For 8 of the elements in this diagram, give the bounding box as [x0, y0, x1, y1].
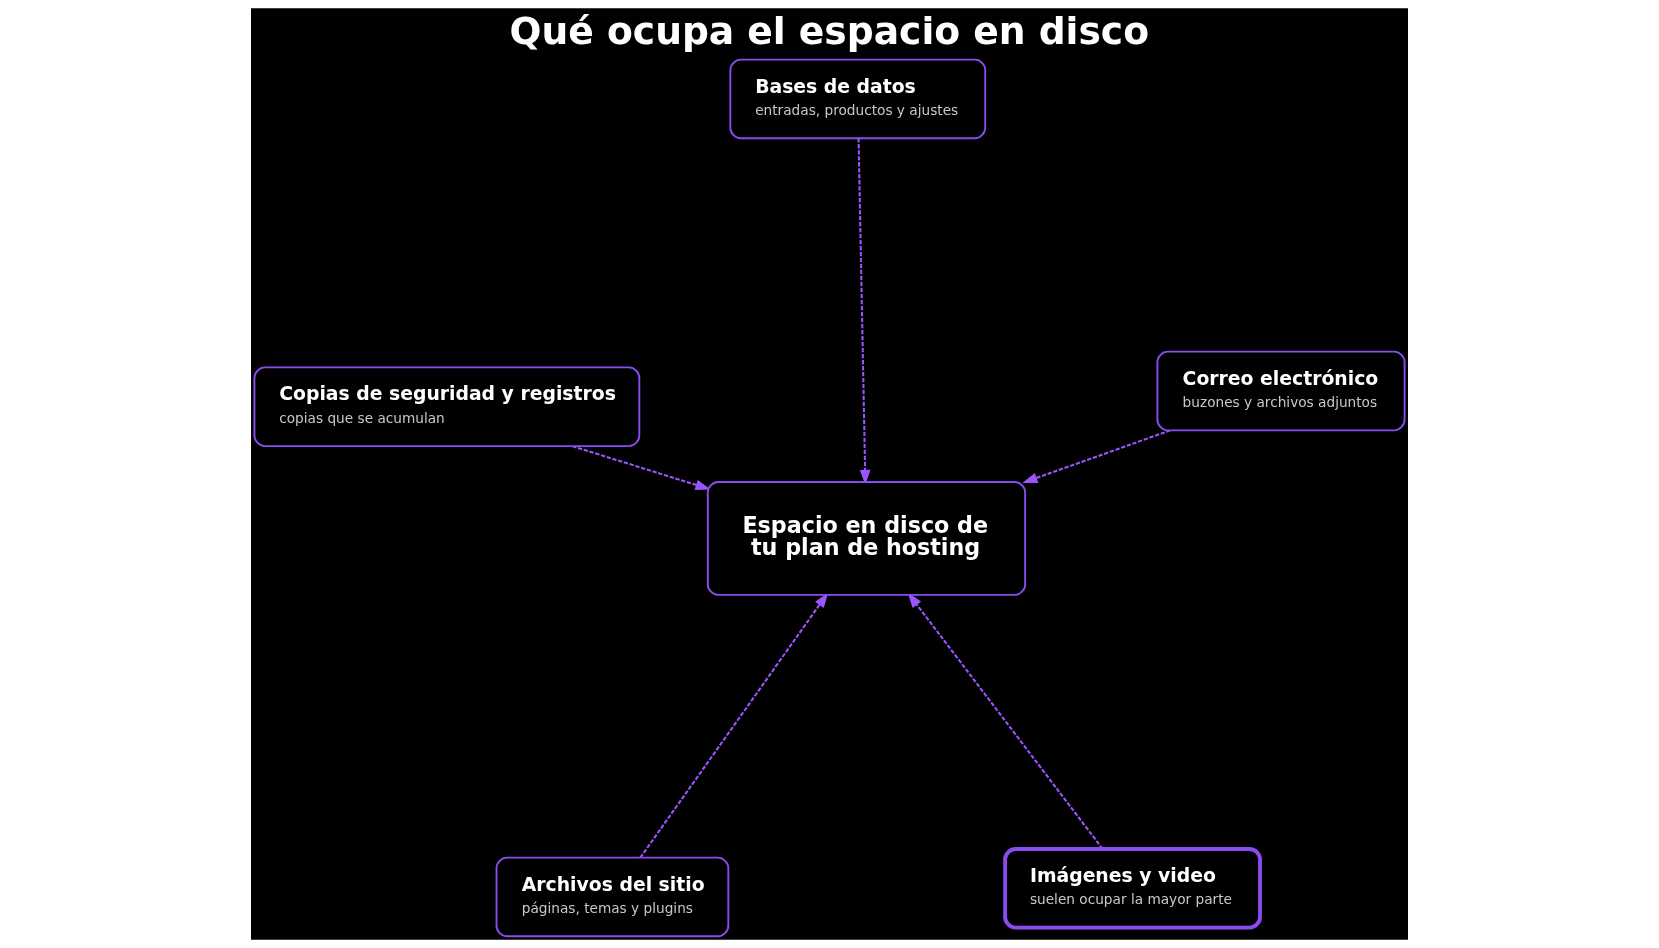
node-box: Copias de seguridad y registros copias que se acumulan	[253, 366, 641, 447]
node-box: Bases de datos entradas, productos y ajustes	[729, 58, 987, 140]
diagram-title: Qué ocupa el espacio en disco	[509, 9, 1150, 54]
node-box: Imágenes y video suelen ocupar la mayor parte	[1003, 847, 1262, 930]
arrow	[1022, 429, 1171, 483]
node-box: Archivos del sitio páginas, temas y plugins	[495, 856, 730, 938]
node-box: Espacio en disco de tu plan de hosting	[706, 481, 1027, 596]
node-box: Correo electrónico buzones y archivos adjuntos	[1156, 350, 1406, 432]
